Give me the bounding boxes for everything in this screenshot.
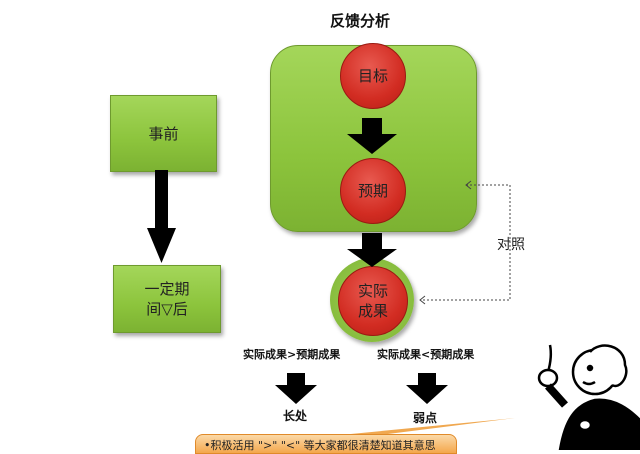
strength-label: 长处 <box>283 409 308 423</box>
actual-circle: 实际成果 <box>338 266 408 336</box>
expected-label: 预期 <box>357 182 388 200</box>
down-arrow-icon <box>347 118 397 154</box>
compare-connector <box>420 184 511 301</box>
arrowhead-icon <box>419 295 426 305</box>
actual-label-1: 实际 <box>357 282 388 300</box>
after-label-1: 一定期 <box>144 280 190 298</box>
after-period-box: 一定期间▽后 <box>113 265 221 333</box>
compare-label: 对照 <box>497 234 525 254</box>
actual-label-2: 成果 <box>357 302 388 320</box>
page-title: 反馈分析 <box>330 12 391 30</box>
expected-circle: 预期 <box>340 158 406 224</box>
weakness-label: 弱点 <box>413 411 438 425</box>
goal-label: 目标 <box>357 67 388 85</box>
after-label-2: 间▽后 <box>146 300 188 318</box>
arrowhead-icon <box>465 180 472 190</box>
less-condition: 实际成果<预期成果 <box>377 348 475 361</box>
callout-note: •积极活用 ">" "<" 等大家都很清楚知道其意思 <box>195 434 457 454</box>
greater-condition: 实际成果>预期成果 <box>243 348 341 361</box>
cartoon-man-icon <box>537 344 640 450</box>
down-arrow-icon <box>347 233 397 267</box>
down-arrow-icon <box>275 373 317 404</box>
before-label: 事前 <box>148 125 179 143</box>
down-arrow-icon <box>147 170 176 263</box>
down-arrow-icon <box>406 373 448 404</box>
goal-circle: 目标 <box>340 43 406 109</box>
